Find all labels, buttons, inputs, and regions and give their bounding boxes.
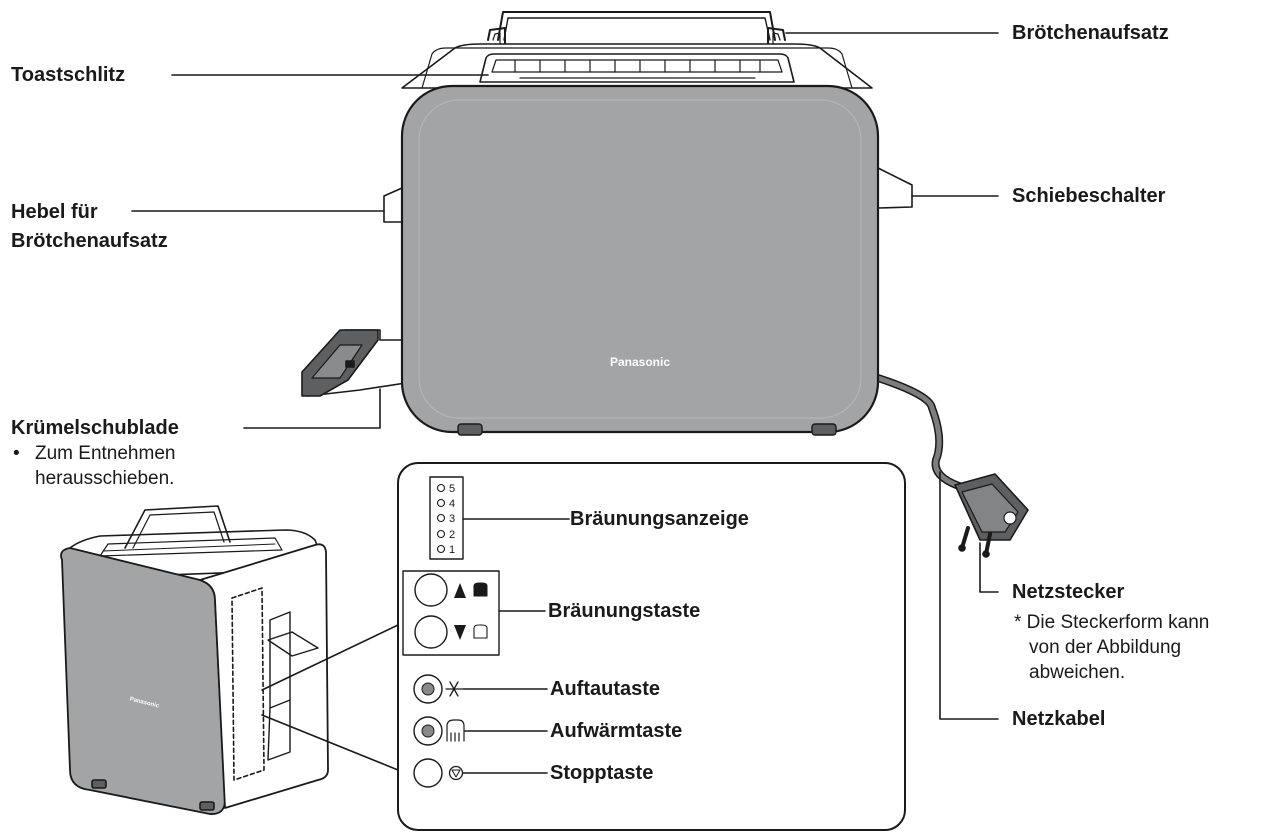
foot-right [811,423,837,436]
indicator-level-2: 2 [449,529,455,541]
browning-indicator-strip [429,476,464,560]
down-triangle-icon [454,625,466,640]
label-kruemelschublade: Krümelschublade [11,417,179,439]
toaster-top [401,43,873,89]
indicator-level-3: 3 [449,513,455,525]
control-panel-highlight [231,587,265,781]
label-braeunungstaste: Bräunungstaste [548,600,701,622]
stop-button [413,758,443,788]
small-toaster [60,505,329,815]
label-aufwaermtaste: Aufwärmtaste [550,720,683,742]
label-toastschlitz: Toastschlitz [11,64,126,86]
netzstecker-note-line2: von der Abbildung [1029,637,1182,658]
slide-switch [877,167,913,209]
label-netzstecker: Netzstecker [1012,581,1125,603]
snowflake-icon [445,681,463,697]
kruemel-note-line2: herausschieben. [35,468,175,489]
kruemel-note-line1: Zum Entnehmen [35,443,176,464]
browning-up-button [414,573,448,607]
label-netzkabel: Netzkabel [1012,708,1106,730]
up-triangle-icon [454,583,466,598]
label-broetchenaufsatz: Brötchenaufsatz [1012,22,1169,44]
leader-netzstecker [979,542,999,593]
indicator-level-4: 4 [449,498,455,510]
crumb-tray [301,329,413,397]
label-braeunungsanzeige: Bräunungsanzeige [570,508,749,530]
label-auftautaste: Auftautaste [550,678,661,700]
label-schiebeschalter: Schiebeschalter [1012,185,1166,207]
browning-down-button [414,615,448,649]
netzstecker-note-line1: * Die Steckerform kann [1014,612,1210,633]
indicator-level-1: 1 [449,544,455,556]
leader-netzkabel [939,471,999,720]
foot-left [457,423,483,436]
kruemel-note-bullet: • [13,443,20,464]
browning-indicator-leds [436,483,446,554]
label-hebel-line2: Brötchenaufsatz [11,230,168,252]
reheat-icon [446,719,465,742]
dark-toast-icon [473,582,488,597]
power-plug [954,473,1029,558]
brand-logo: Panasonic [610,355,670,369]
leader-kruemelschublade [243,388,381,429]
label-hebel-line1: Hebel für [11,201,98,223]
light-toast-icon [473,624,488,639]
bun-warmer-lever [383,187,405,223]
toaster-body [400,84,880,434]
netzstecker-note-line3: abweichen. [1029,662,1126,683]
indicator-level-5: 5 [449,483,455,495]
control-panel-callout [397,462,906,831]
bun-warmer-rack [487,11,786,89]
label-stopptaste: Stopptaste [550,762,654,784]
